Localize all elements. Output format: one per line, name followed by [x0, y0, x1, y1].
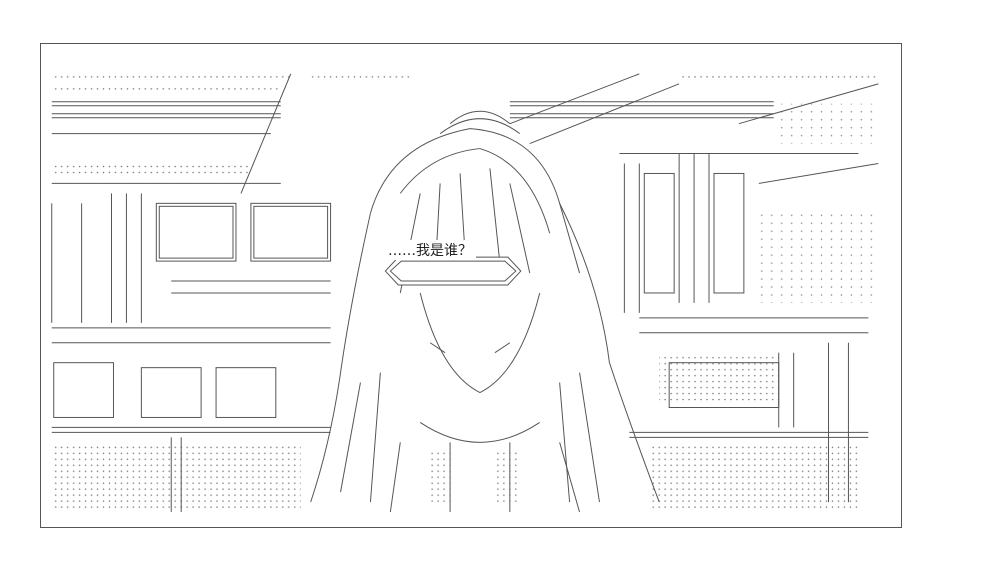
dotted-texture-left — [51, 73, 411, 513]
dotted-texture-right — [649, 73, 879, 513]
building-lines-left — [51, 73, 332, 513]
speech-bubble-text-area: ……我是谁？ — [368, 227, 492, 273]
speech-bubble-text: ……我是谁？ — [384, 240, 476, 260]
building-lines-right — [509, 73, 879, 503]
ascii-art-frame — [40, 43, 902, 528]
character-figure — [310, 110, 660, 513]
ascii-art-drawing — [51, 73, 879, 513]
speech-bubble — [384, 256, 522, 286]
